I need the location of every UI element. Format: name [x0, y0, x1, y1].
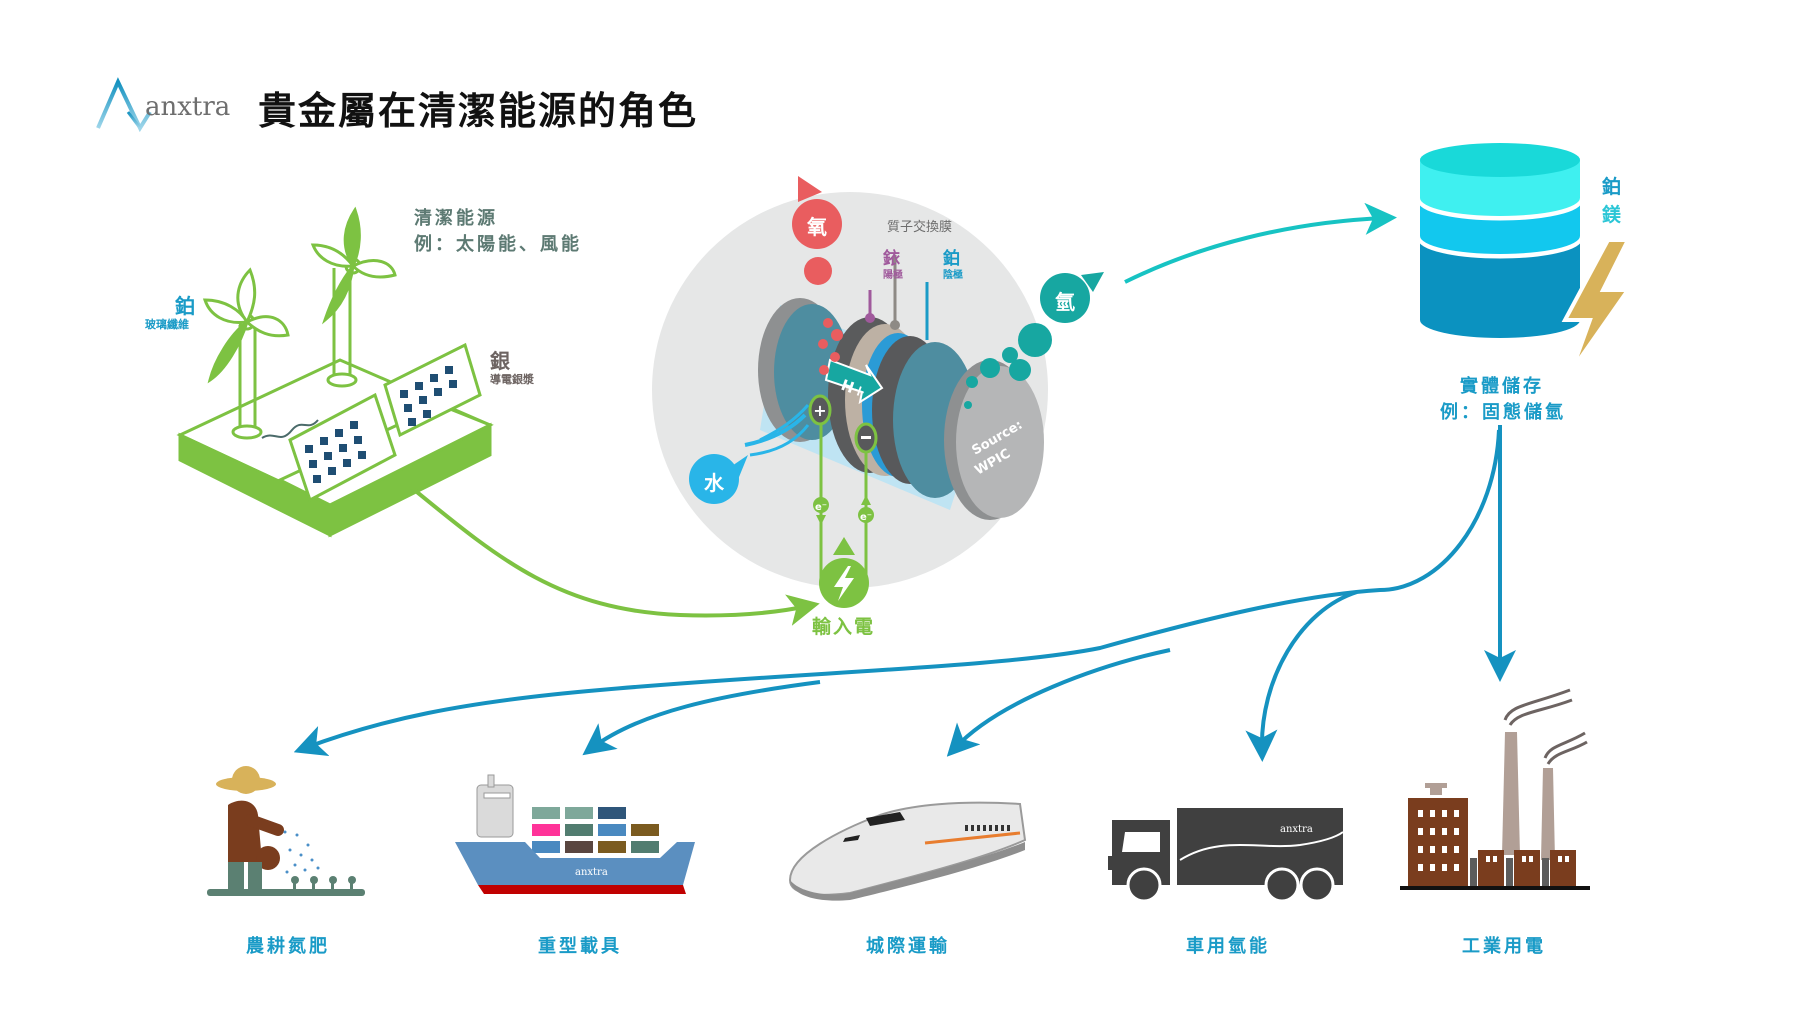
power-flow-arrow — [410, 486, 820, 626]
svg-text:anxtra: anxtra — [1280, 824, 1313, 835]
distribution-arrows — [293, 425, 1516, 762]
application-label-intercity-transport: 城際運輸 — [866, 936, 950, 957]
svg-text:e⁻: e⁻ — [815, 502, 827, 513]
storage-cylinder-icon — [1417, 143, 1583, 338]
anode-plus-text: + — [813, 401, 826, 420]
truck-icon: anxtra — [1108, 808, 1344, 903]
membrane-label: 質子交換膜 — [887, 220, 953, 235]
application-label-hydrogen-vehicles: 車用氫能 — [1186, 936, 1270, 957]
storage-example: 例：固態儲氫 — [1440, 402, 1566, 423]
factory-icon — [1400, 688, 1590, 890]
platinum-label-wind: 鉑 — [175, 294, 195, 318]
water-label: 水 — [704, 471, 724, 495]
oxygen-bubble-icon — [792, 176, 842, 249]
clean-energy-title: 清潔能源 — [414, 208, 498, 229]
hydrogen-label: 氫 — [1055, 290, 1075, 314]
svg-text:anxtra: anxtra — [575, 867, 608, 878]
iridium-label: 銥 — [883, 249, 900, 269]
platinum-label-cathode: 鉑 — [943, 249, 960, 269]
storage-metal-magnesium: 鎂 — [1602, 204, 1622, 226]
hydrogen-bubble-icon — [1040, 272, 1104, 323]
hydrogen-to-storage-arrow — [1124, 202, 1397, 284]
platinum-use-wind: 玻璃纖維 — [145, 318, 189, 331]
storage-title: 實體儲存 — [1460, 376, 1544, 397]
solar-cells — [305, 366, 457, 483]
company-logo: anxtra — [145, 92, 231, 122]
anode-label: 陽極 — [883, 270, 903, 281]
clean-energy-example: 例：太陽能、風能 — [414, 234, 582, 255]
application-label-agriculture: 農耕氮肥 — [246, 936, 330, 957]
oxygen-label: 氧 — [807, 215, 827, 239]
application-label-industrial-power: 工業用電 — [1462, 936, 1546, 957]
silver-label: 銀 — [490, 349, 510, 373]
bullet-train-icon — [788, 801, 1027, 901]
lightning-bolt-icon — [1561, 238, 1632, 372]
farmer-icon — [207, 766, 365, 896]
silver-use: 導電銀漿 — [490, 373, 534, 386]
cathode-label: 陰極 — [943, 270, 963, 281]
storage-metal-platinum: 鉑 — [1602, 176, 1622, 198]
cargo-ship-icon: anxtra — [455, 774, 695, 894]
svg-text:e⁻: e⁻ — [860, 512, 872, 523]
application-label-heavy-vehicles: 重型載具 — [538, 936, 622, 957]
water-bubble-icon — [689, 454, 748, 504]
power-input-label: 輸入電 — [812, 616, 876, 638]
electrolyzer-illustration: Source: WPIC H+ + — [652, 192, 1052, 608]
page-title: 貴金屬在清潔能源的角色 — [258, 89, 699, 133]
wind-solar-illustration — [176, 206, 494, 538]
anxtra-logo-icon — [96, 77, 152, 133]
